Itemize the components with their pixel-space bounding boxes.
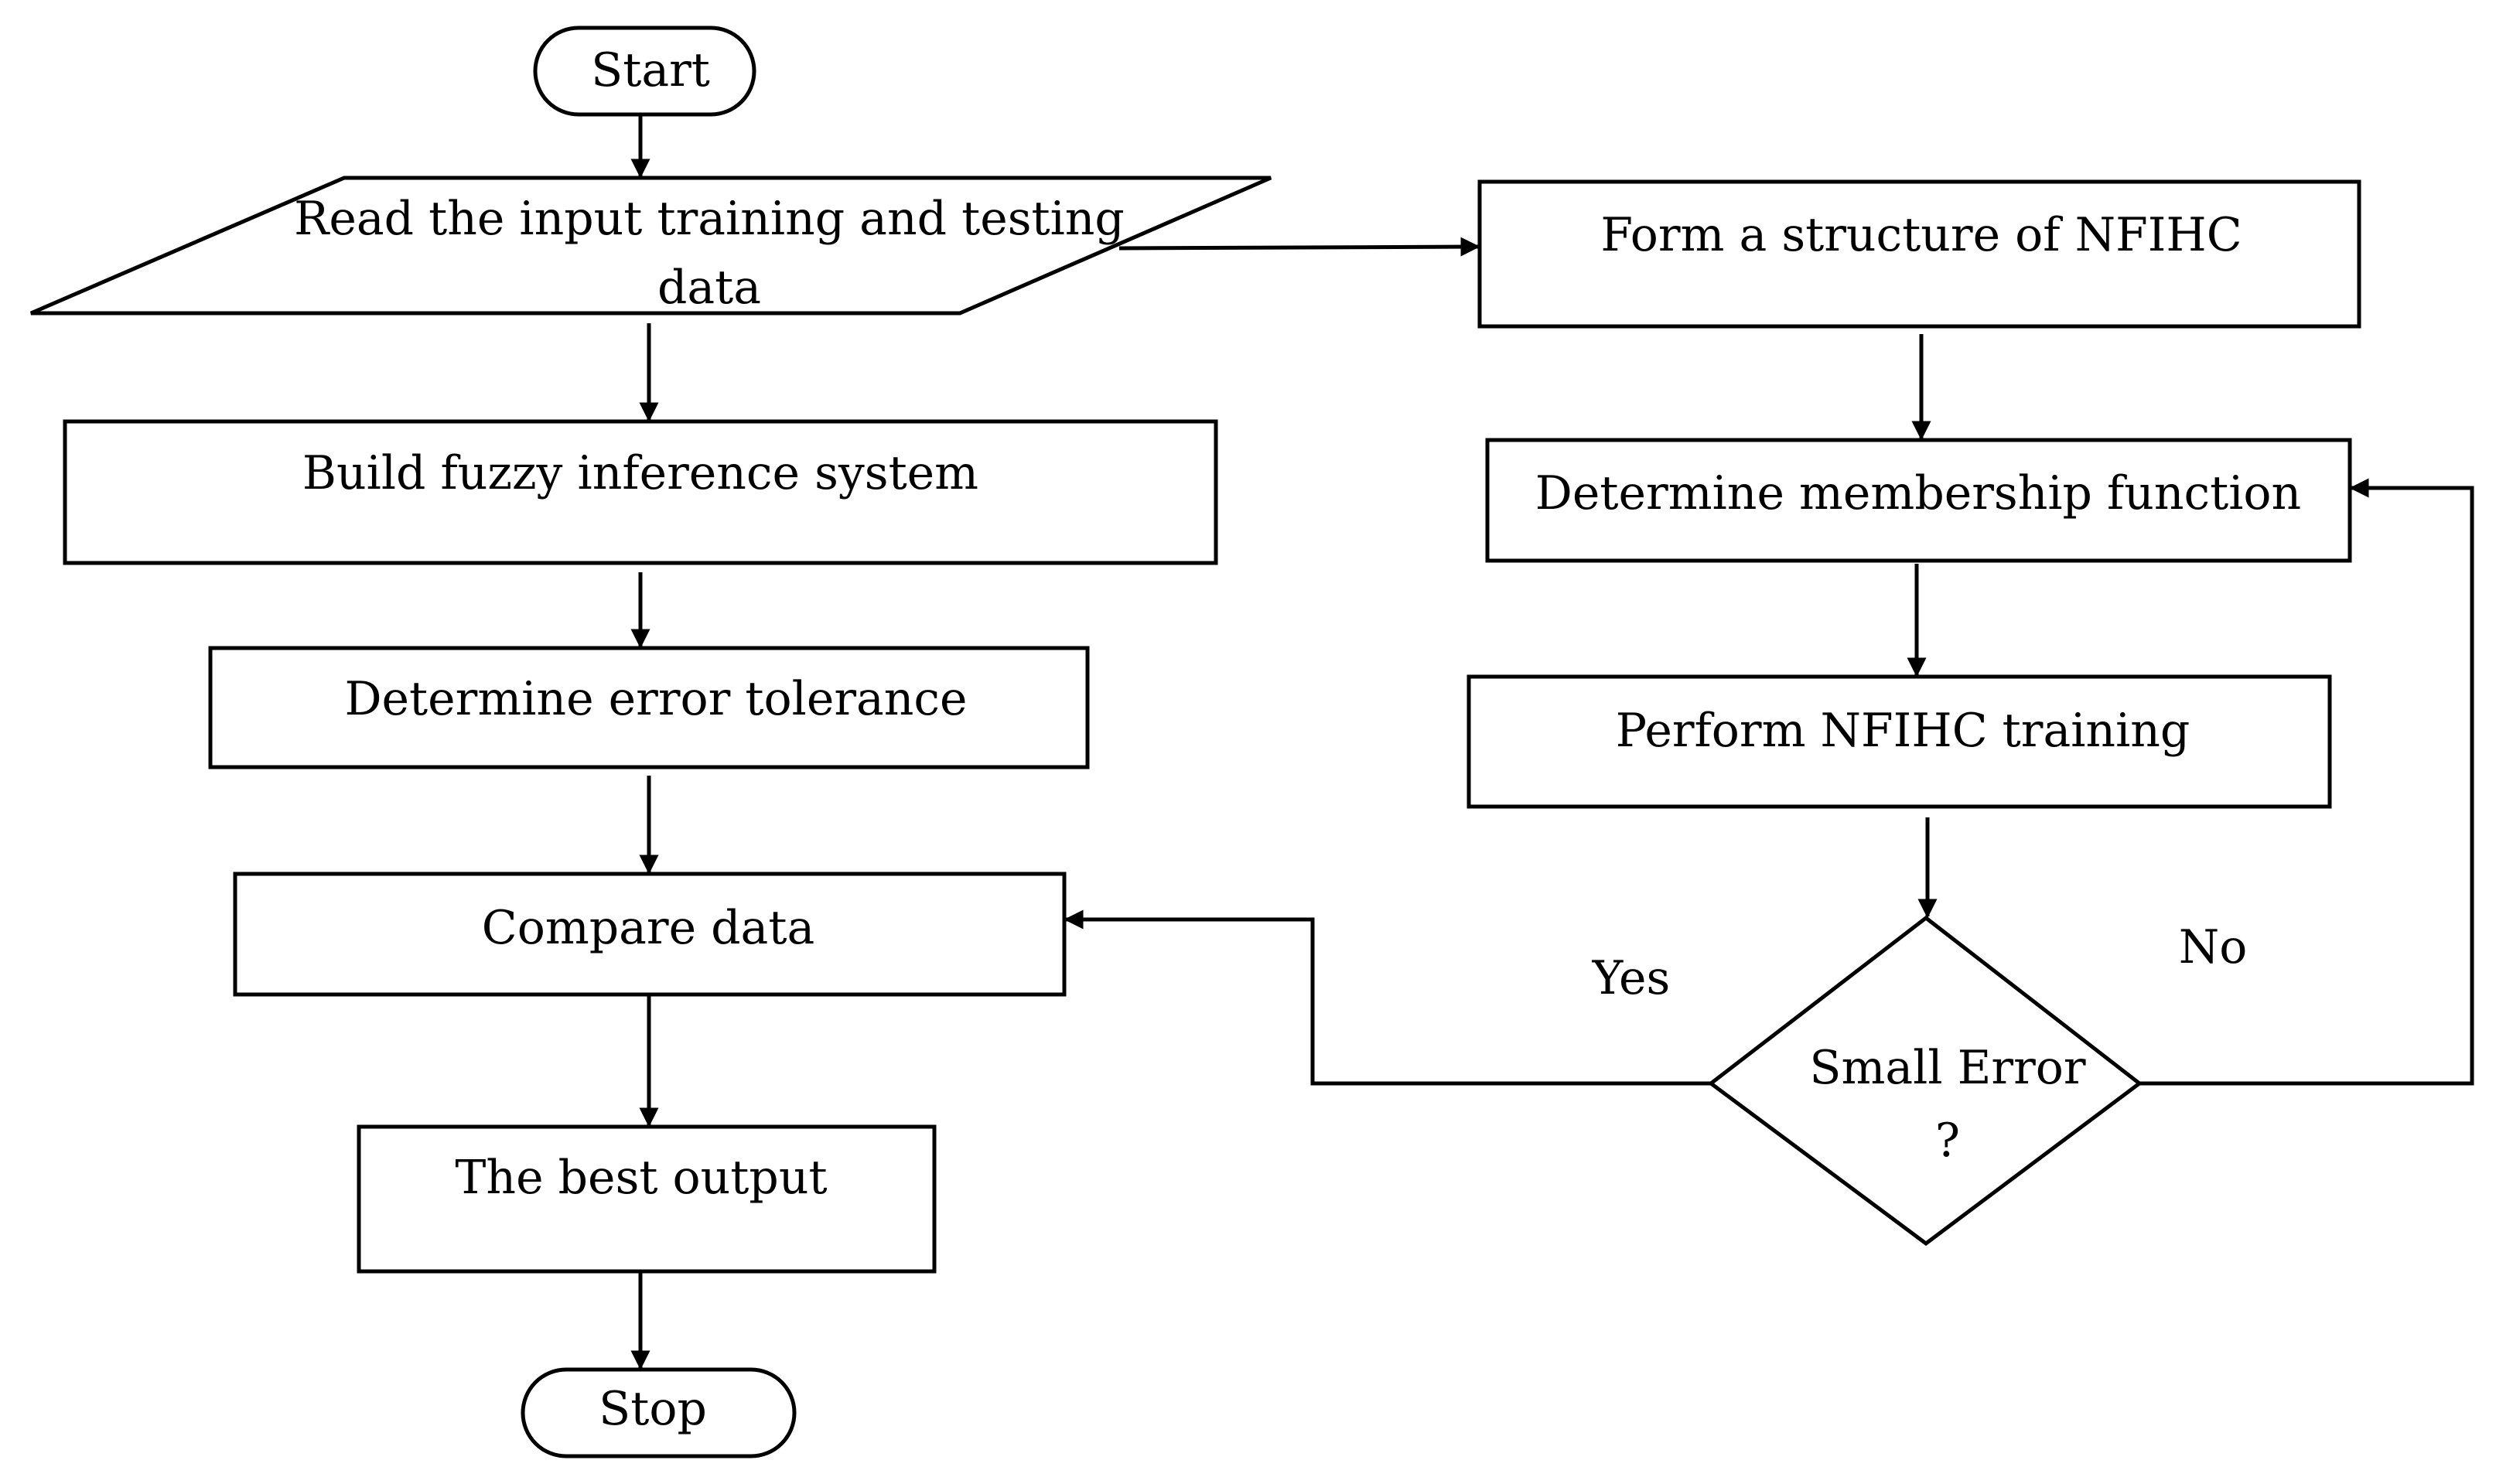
small-error-decision-node: Small Error ? <box>1707 915 2143 1247</box>
read-input-label-line2: data <box>657 261 761 315</box>
form-structure-node: Form a structure of NFIHC <box>1477 179 2361 329</box>
arrow-read-to-structure <box>1118 237 1480 257</box>
error-tolerance-label: Determine error tolerance <box>344 672 967 726</box>
best-output-box <box>357 1124 937 1274</box>
decision-label-line1: Small Error <box>1809 1041 2086 1095</box>
arrow-decision-yes-to-compare <box>1064 909 1711 1086</box>
decision-diamond <box>1707 915 2143 1247</box>
build-fis-node: Build fuzzy inference system <box>63 419 1218 565</box>
form-structure-label: Form a structure of NFIHC <box>1600 208 2242 262</box>
best-output-label: The best output <box>455 1151 827 1205</box>
read-input-label-line1: Read the input training and testing <box>294 192 1125 246</box>
build-fis-label: Build fuzzy inference system <box>302 446 978 500</box>
membership-function-box <box>1485 438 2352 563</box>
stop-node: Stop <box>521 1367 797 1458</box>
error-tolerance-node: Determine error tolerance <box>208 646 1090 769</box>
membership-function-label: Determine membership function <box>1535 466 2301 520</box>
stop-label: Stop <box>599 1382 707 1436</box>
decision-label-line2: ? <box>1935 1114 1960 1168</box>
perform-training-box <box>1467 674 2332 809</box>
build-fis-box <box>63 419 1218 565</box>
perform-training-label: Perform NFIHC training <box>1616 704 2190 758</box>
start-node: Start <box>533 26 756 117</box>
no-edge-label: No <box>2179 920 2248 974</box>
compare-data-box <box>233 872 1067 997</box>
compare-data-label: Compare data <box>482 901 814 955</box>
perform-training-node: Perform NFIHC training <box>1467 674 2332 809</box>
read-input-node: Read the input training and testing data <box>30 176 1272 316</box>
membership-function-node: Determine membership function <box>1485 438 2352 563</box>
start-label: Start <box>591 43 710 97</box>
yes-edge-label: Yes <box>1592 951 1671 1005</box>
read-input-parallelogram <box>30 176 1272 316</box>
form-structure-box <box>1477 179 2361 329</box>
best-output-node: The best output <box>357 1124 937 1274</box>
compare-data-node: Compare data <box>233 872 1067 997</box>
start-terminal-shape <box>533 26 756 117</box>
stop-terminal-shape <box>521 1367 797 1458</box>
arrow-decision-no-to-membership <box>2139 478 2474 1086</box>
